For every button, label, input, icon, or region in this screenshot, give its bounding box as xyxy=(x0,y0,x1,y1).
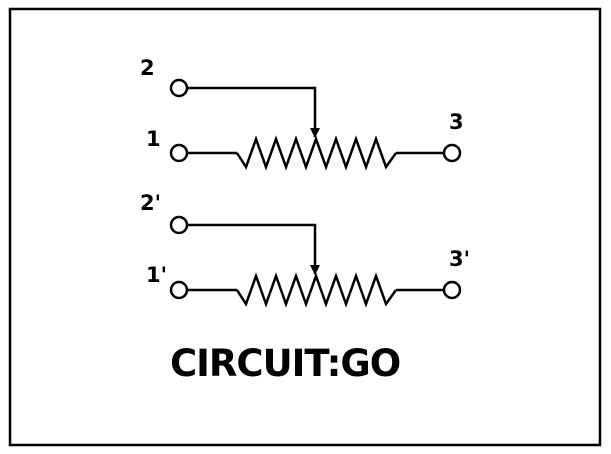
label-terminal-2-prime: 2' xyxy=(140,191,161,215)
wiper-wire-2-prime xyxy=(187,223,320,275)
potentiometer-lower xyxy=(169,215,462,308)
terminal-3-prime xyxy=(442,280,462,300)
label-terminal-1-prime: 1' xyxy=(146,263,167,287)
label-terminal-3: 3 xyxy=(449,110,464,134)
resistor-zigzag-lower xyxy=(235,272,398,308)
resistor-zigzag-upper xyxy=(235,135,398,171)
diagram-frame xyxy=(8,7,602,447)
brand-logo-text: CIRCUIT:GO xyxy=(170,342,400,385)
terminal-2 xyxy=(169,78,189,98)
label-terminal-3-prime: 3' xyxy=(449,247,470,271)
terminal-2-prime xyxy=(169,215,189,235)
terminal-1 xyxy=(169,143,189,163)
terminal-3 xyxy=(442,143,462,163)
label-terminal-1: 1 xyxy=(146,127,161,151)
label-terminal-2: 2 xyxy=(140,56,155,80)
wiper-wire-2 xyxy=(187,86,320,138)
potentiometer-upper xyxy=(169,78,462,171)
terminal-1-prime xyxy=(169,280,189,300)
